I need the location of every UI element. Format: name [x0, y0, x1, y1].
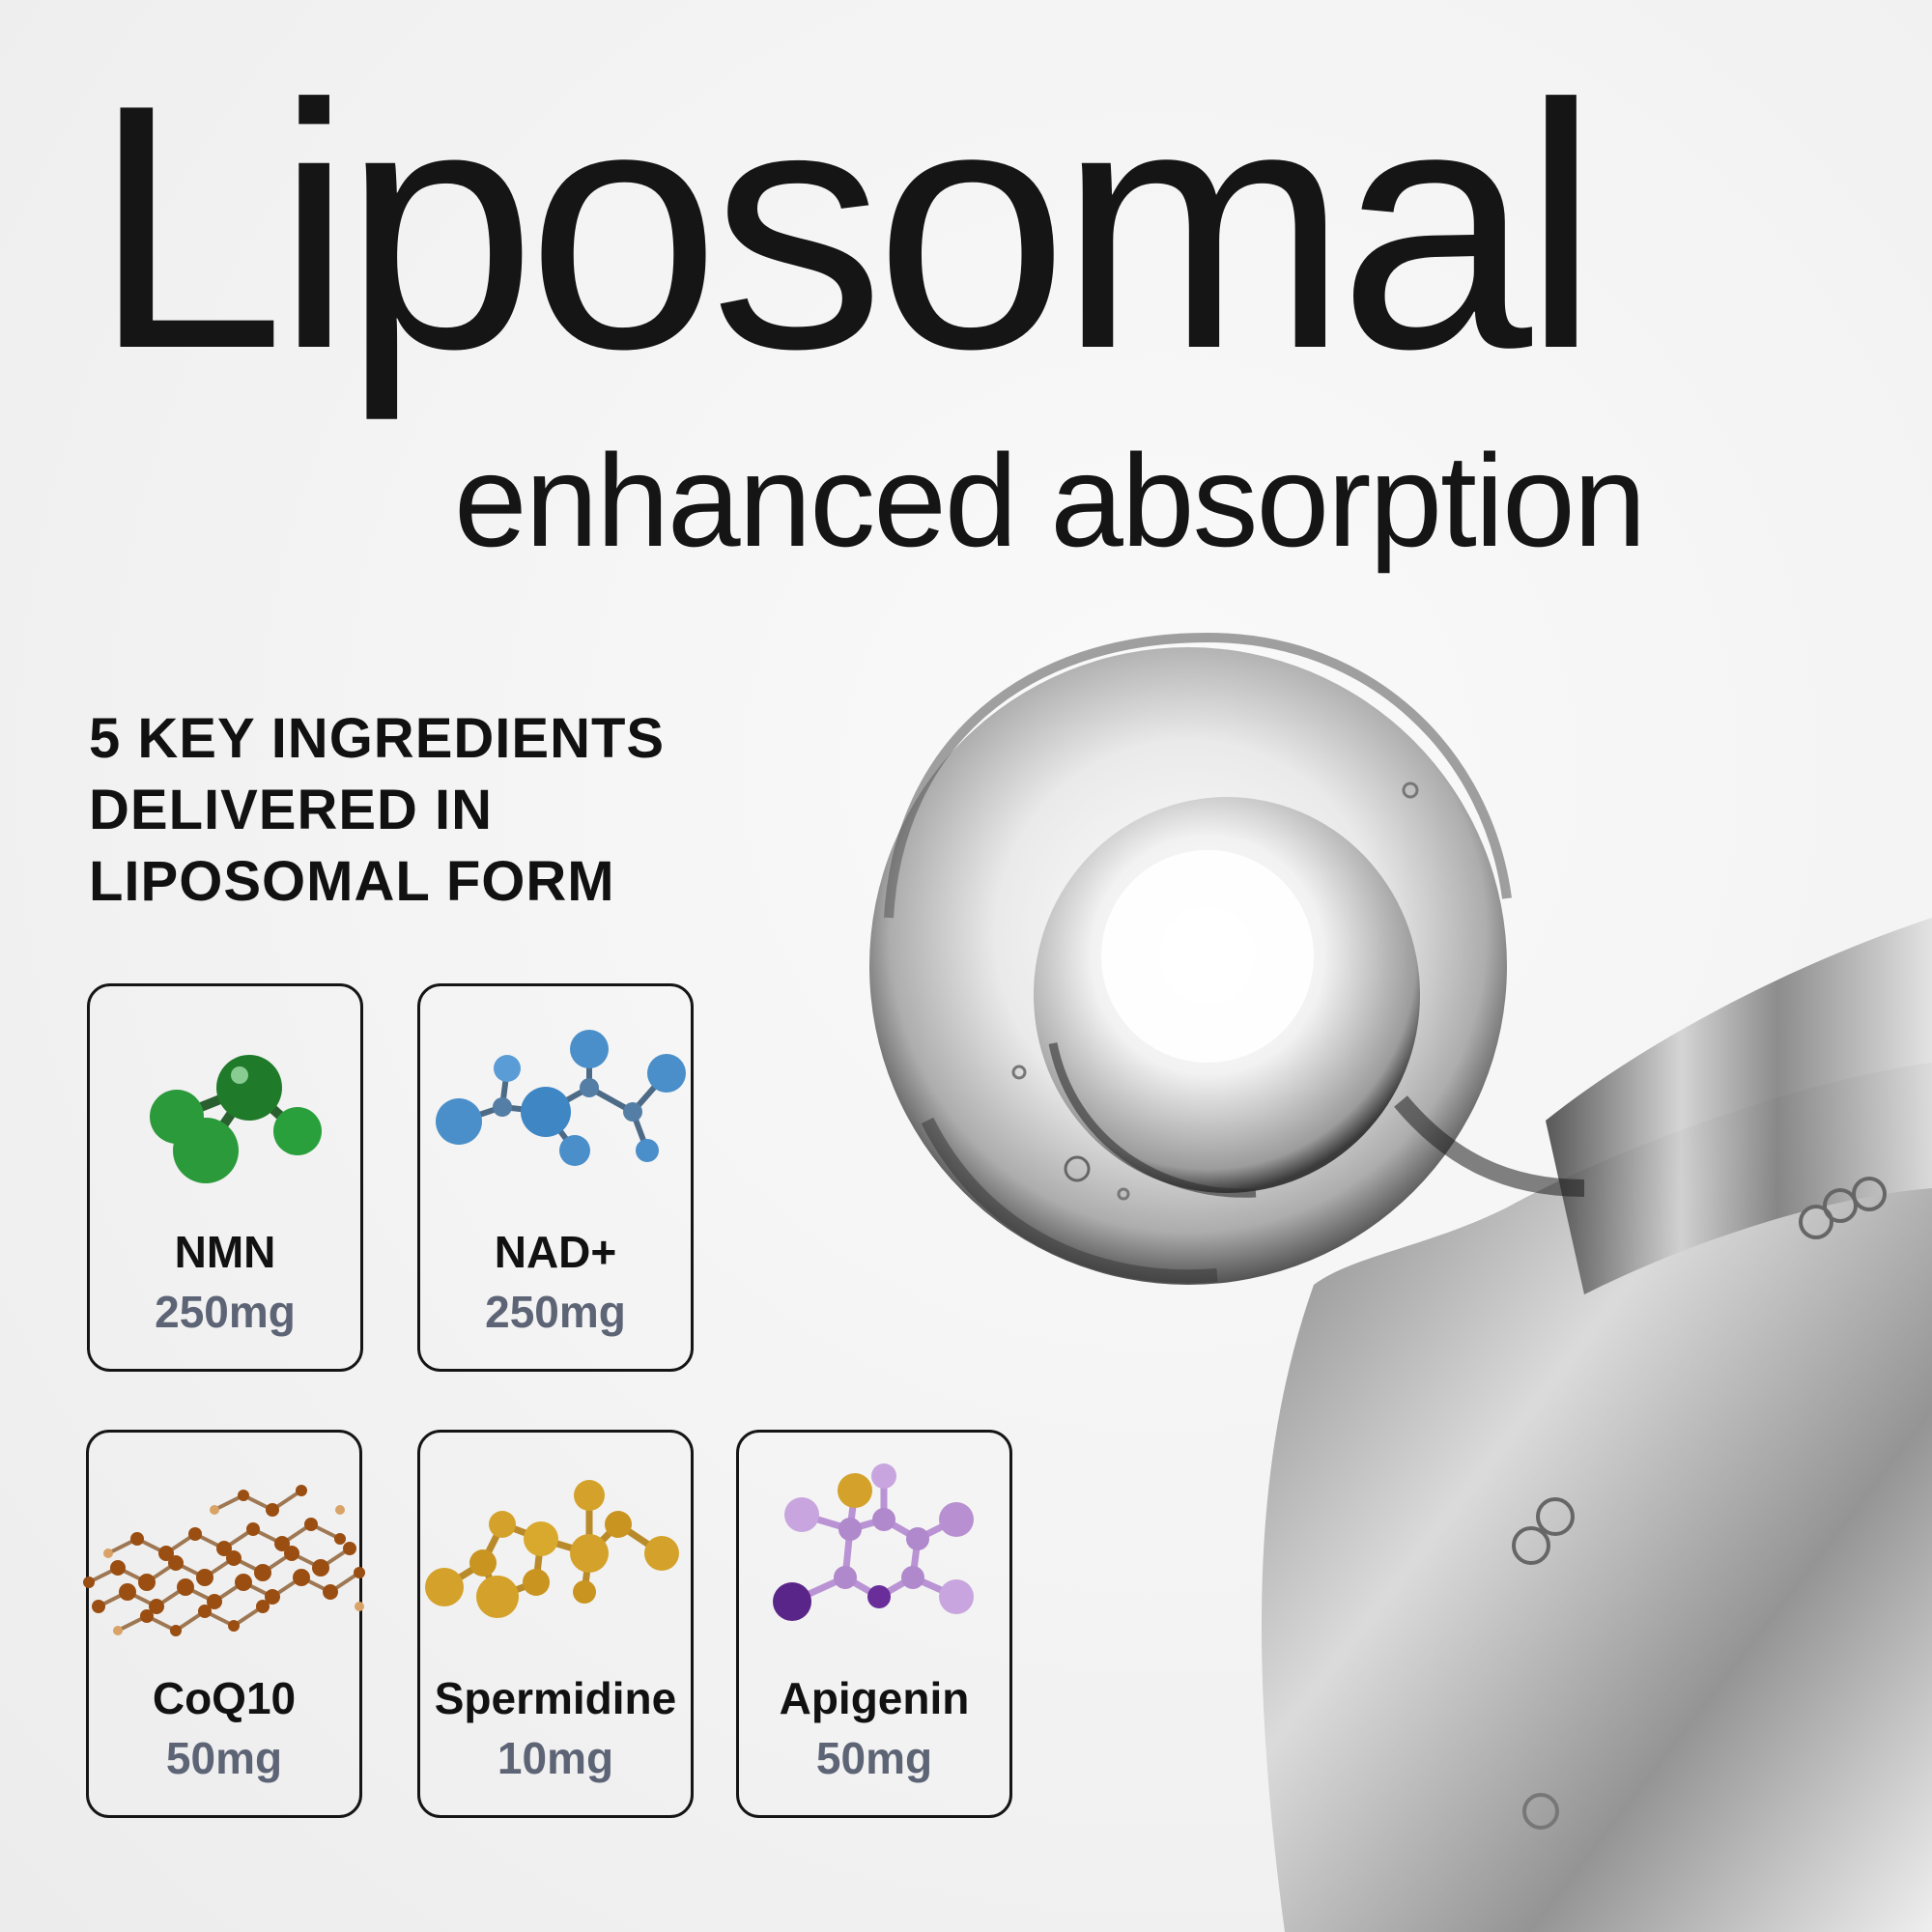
- ingredient-card-spermidine: Spermidine 10mg: [417, 1430, 694, 1818]
- intro-line: 5 KEY INGREDIENTS: [89, 707, 666, 770]
- ingredient-card-nad: NAD+ 250mg: [417, 983, 694, 1372]
- purple-molecule-icon: [773, 1463, 974, 1621]
- subheadline: enhanced absorption: [454, 427, 1646, 574]
- ingredient-name: NMN: [174, 1227, 276, 1277]
- intro-text: 5 KEY INGREDIENTS DELIVERED IN LIPOSOMAL…: [89, 703, 665, 918]
- ingredient-dose: 250mg: [155, 1287, 296, 1337]
- green-molecule-icon: [150, 1055, 322, 1183]
- ingredient-dose: 10mg: [497, 1733, 614, 1783]
- intro-line: LIPOSOMAL FORM: [89, 850, 615, 913]
- blue-molecule-icon: [436, 1030, 686, 1166]
- ingredient-dose: 250mg: [485, 1287, 626, 1337]
- headline: Liposomal: [92, 33, 1600, 421]
- ingredient-card-coq10: CoQ10 50mg: [83, 1430, 365, 1818]
- brown-molecule-icon: [83, 1485, 365, 1636]
- ingredient-name: Apigenin: [779, 1673, 970, 1723]
- ingredient-card-apigenin: Apigenin 50mg: [736, 1430, 1012, 1818]
- ingredient-card-nmn: NMN 250mg: [87, 983, 363, 1372]
- gold-molecule-icon: [425, 1480, 679, 1618]
- intro-line: DELIVERED IN: [89, 779, 494, 841]
- ingredient-name: CoQ10: [152, 1673, 297, 1723]
- ingredient-dose: 50mg: [165, 1733, 283, 1783]
- ingredient-name: NAD+: [494, 1227, 617, 1277]
- ingredient-name: Spermidine: [434, 1673, 677, 1723]
- ingredient-dose: 50mg: [815, 1733, 933, 1783]
